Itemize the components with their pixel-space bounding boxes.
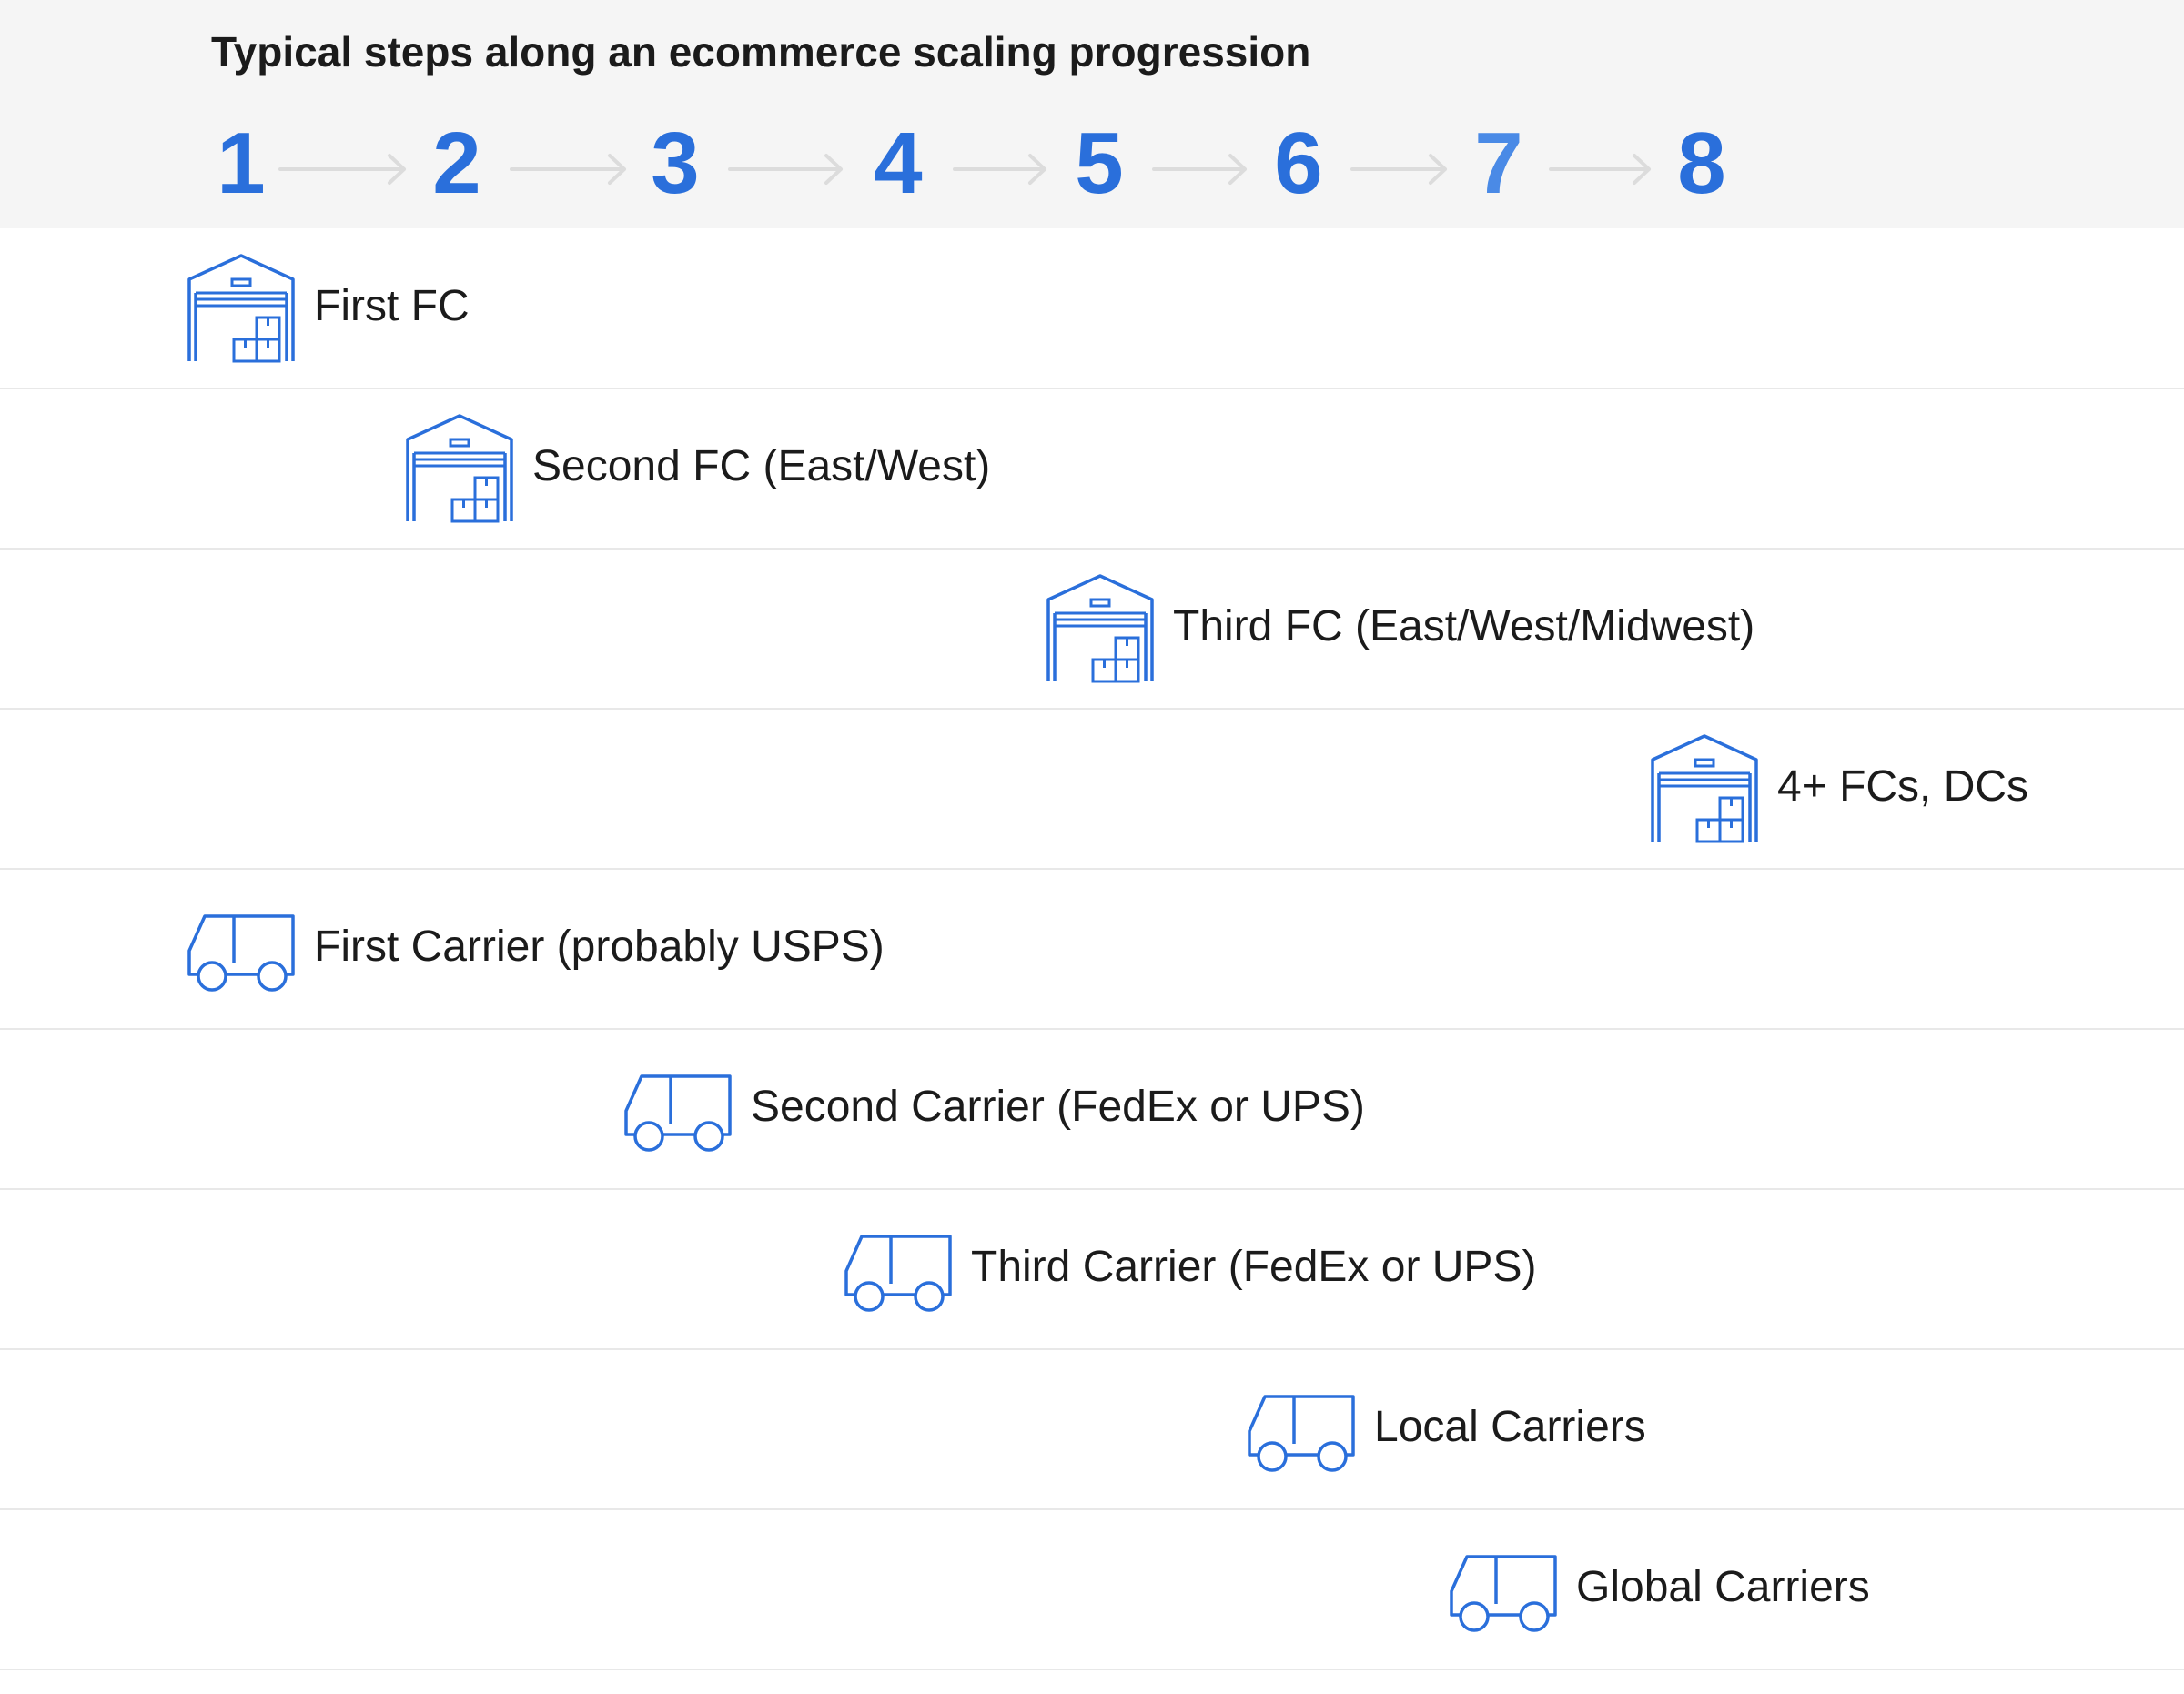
diagram-title: Typical steps along an ecommerce scaling… bbox=[211, 28, 1311, 76]
row-divider bbox=[0, 1669, 2184, 1670]
row-divider bbox=[0, 1348, 2184, 1350]
item-label: Third FC (East/West/Midwest) bbox=[1173, 602, 1755, 650]
step-number-3: 3 bbox=[651, 115, 700, 212]
header: Typical steps along an ecommerce scaling… bbox=[0, 0, 2184, 228]
item-label: First FC bbox=[314, 282, 470, 330]
delivery-van-icon bbox=[187, 909, 296, 993]
step-number-2: 2 bbox=[432, 115, 481, 212]
warehouse-icon bbox=[1046, 574, 1155, 683]
row-divider bbox=[0, 868, 2184, 870]
row-divider bbox=[0, 1508, 2184, 1510]
item-label: Local Carriers bbox=[1374, 1403, 1646, 1451]
step-arrow bbox=[1152, 154, 1247, 185]
row-divider bbox=[0, 548, 2184, 550]
item-label: Global Carriers bbox=[1576, 1563, 1870, 1611]
item-label: Third Carrier (FedEx or UPS) bbox=[971, 1243, 1537, 1291]
item-label: Second FC (East/West) bbox=[532, 442, 991, 490]
step-number-7: 7 bbox=[1474, 115, 1523, 212]
item-label: First Carrier (probably USPS) bbox=[314, 923, 885, 971]
step-number-8: 8 bbox=[1677, 115, 1726, 212]
step-arrow bbox=[1549, 154, 1651, 185]
warehouse-icon bbox=[405, 414, 514, 523]
step-number-6: 6 bbox=[1274, 115, 1323, 212]
item-label: 4+ FCs, DCs bbox=[1777, 762, 2029, 811]
row-divider bbox=[0, 388, 2184, 389]
warehouse-icon bbox=[1650, 734, 1759, 843]
row-divider bbox=[0, 708, 2184, 710]
step-arrow bbox=[278, 154, 406, 185]
row-divider bbox=[0, 1028, 2184, 1030]
step-number-1: 1 bbox=[217, 115, 266, 212]
step-arrow bbox=[953, 154, 1046, 185]
item-label: Second Carrier (FedEx or UPS) bbox=[751, 1083, 1365, 1131]
delivery-van-icon bbox=[1247, 1389, 1356, 1473]
step-arrow bbox=[1350, 154, 1447, 185]
step-number-5: 5 bbox=[1075, 115, 1124, 212]
step-number-4: 4 bbox=[874, 115, 923, 212]
step-arrow bbox=[510, 154, 626, 185]
step-arrow bbox=[728, 154, 843, 185]
delivery-van-icon bbox=[844, 1229, 953, 1313]
delivery-van-icon bbox=[623, 1069, 733, 1153]
warehouse-icon bbox=[187, 254, 296, 363]
row-divider bbox=[0, 1188, 2184, 1190]
delivery-van-icon bbox=[1449, 1549, 1558, 1633]
